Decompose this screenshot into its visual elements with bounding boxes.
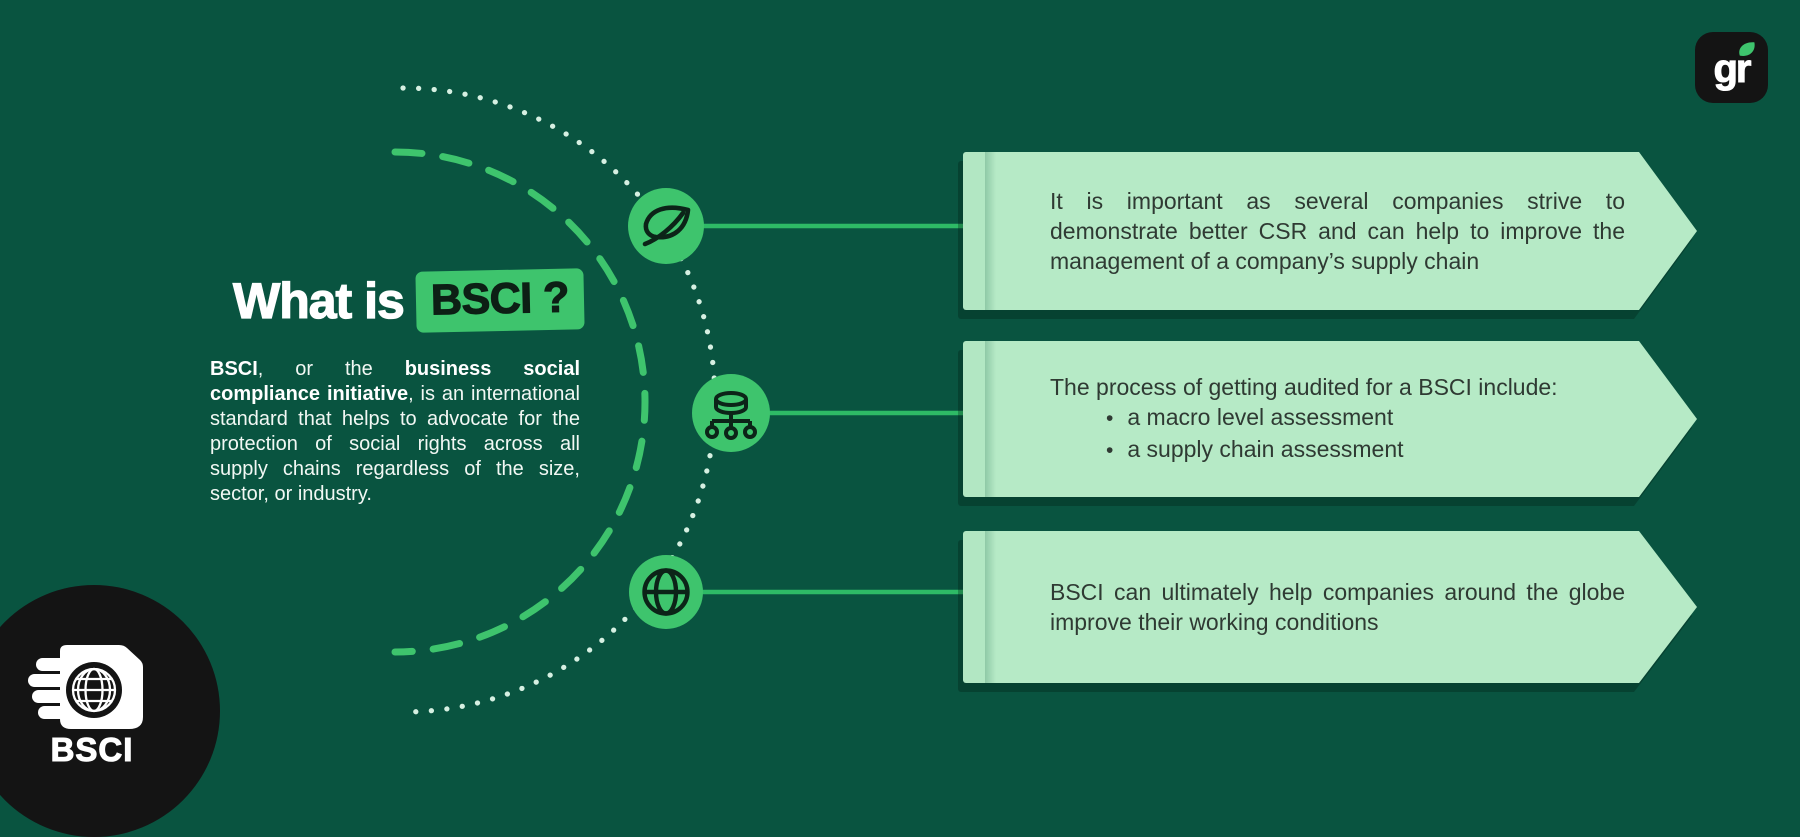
callout-tab xyxy=(963,341,985,497)
callout-arrow-body: The process of getting audited for a BSC… xyxy=(985,341,1697,497)
page-title: What is BSCI ? xyxy=(232,268,585,333)
hand-holding-globe-icon xyxy=(28,645,143,729)
bsci-logo-label: BSCI xyxy=(50,730,134,768)
callout-box-importance: It is important as several companies str… xyxy=(963,152,1697,310)
callout-arrow-body: BSCI can ultimately help companies aroun… xyxy=(985,531,1697,683)
greenly-logo: gr xyxy=(1695,32,1768,103)
bullet-item: •a supply chain assessment xyxy=(1106,436,1404,462)
callout-text: BSCI can ultimately help companies aroun… xyxy=(1050,579,1625,635)
globe-icon xyxy=(629,555,703,629)
title-text: What is xyxy=(232,272,405,329)
callout-tab xyxy=(963,152,985,310)
callout-arrow-body: It is important as several companies str… xyxy=(985,152,1697,310)
callout-lead-text: The process of getting audited for a BSC… xyxy=(1050,374,1558,400)
timeline-art xyxy=(391,85,975,715)
title-highlight: BSCI ? xyxy=(415,268,585,333)
leaf-icon xyxy=(628,188,704,264)
greenly-leaf-icon xyxy=(1739,42,1755,56)
callout-box-audit-process: The process of getting audited for a BSC… xyxy=(963,341,1697,497)
intro-paragraph: BSCI, or the business social compliance … xyxy=(210,358,580,505)
bsci-logo-badge: BSCI xyxy=(0,585,220,837)
callout-text: It is important as several companies str… xyxy=(1050,188,1625,274)
dashed-arc xyxy=(391,148,649,656)
callout-bullet-list: •a macro level assessment •a supply chain… xyxy=(1050,402,1625,466)
callout-tab xyxy=(963,531,985,683)
network-icon xyxy=(692,374,770,452)
callout-box-outcome: BSCI can ultimately help companies aroun… xyxy=(963,531,1697,683)
bullet-item: •a macro level assessment xyxy=(1106,404,1394,430)
dotted-arc xyxy=(400,85,718,715)
infographic-canvas: { "title": { "regular": "What is", "high… xyxy=(0,32,1768,837)
